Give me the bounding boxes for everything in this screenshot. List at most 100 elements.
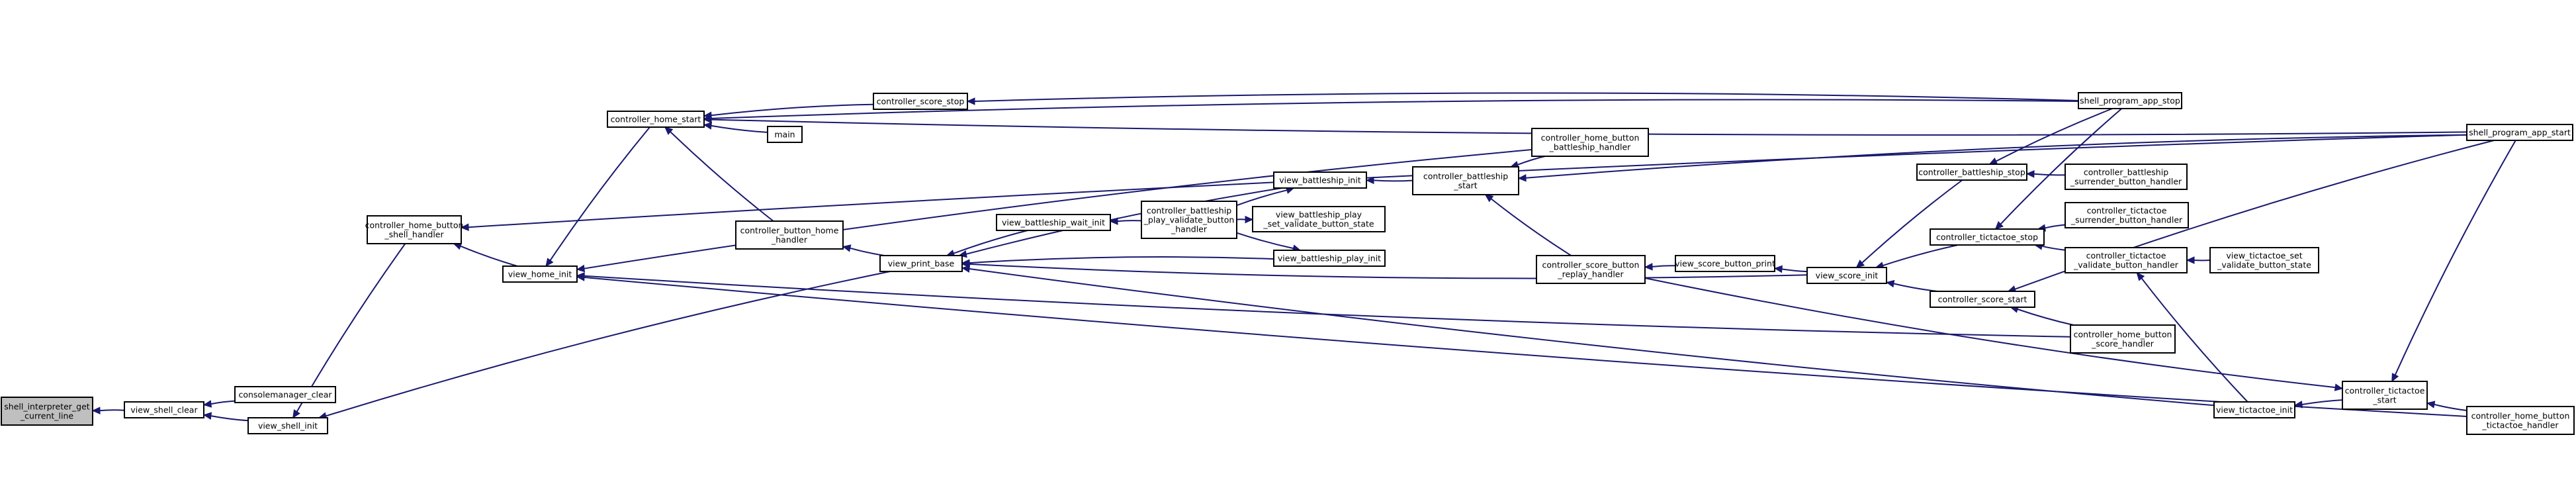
arrow-head-icon [2293,401,2303,409]
node-view-battleship-play-set-validate-button-state[interactable]: view_battleship_play_set_validate_button… [1252,206,1386,232]
node-box [996,214,1111,231]
node-box [2065,247,2188,273]
node-view-battleship-wait-init[interactable]: view_battleship_wait_init [996,214,1111,231]
node-view-battleship-play-init[interactable]: view_battleship_play_init [1273,250,1386,267]
edge-n7-to-n6 [549,126,650,261]
edge-n28-to-n23 [2000,108,2123,225]
node-controller-battleship-play-validate-button-handler[interactable]: controller_battleship_play_validate_butt… [1141,201,1237,239]
node-controller-home-button-score-handler[interactable]: controller_home_button_score_handler [2070,324,2176,354]
node-controller-battleship-surrender-button-handler[interactable]: controller_battleship_surrender_button_h… [2065,164,2188,190]
node-view-tictactoe-set-validate-button-state[interactable]: view_tictactoe_set_validate_button_state [2209,247,2319,273]
node-box [2466,406,2575,435]
node-label: view_battleship_play_init [1278,254,1381,264]
node-box [1930,291,2035,308]
node-box [1536,255,1646,284]
edge-n18-to-n17 [1517,156,1546,166]
node-box [2065,202,2189,228]
edge-n28-to-n11 [974,92,2079,102]
node-controller-home-button-tictactoe-handler[interactable]: controller_home_button_tictactoe_handler [2466,406,2575,435]
node-shell-interpreter-get-current-line[interactable]: shell_interpreter_get_current_line [1,397,93,426]
edge-n13-to-n14 [1236,189,1288,207]
arrow-head-icon [2426,401,2436,409]
edge-n9-to-n7 [670,131,774,222]
edge-n3-to-n2 [210,400,236,405]
node-box [873,93,968,110]
node-controller-score-button-replay-handler[interactable]: controller_score_button_replay_handler [1536,255,1646,284]
node-controller-tictactoe-stop[interactable]: controller_tictactoe_stop [1930,228,2045,246]
node-label: view_tictactoe_set [2226,251,2302,261]
edge-n19-to-n27 [1644,277,2336,389]
arrow-head-icon [545,258,554,267]
node-label: controller_battleship [1147,206,1231,216]
node-box [1675,255,1775,272]
node-label: controller_tictactoe [2086,251,2166,261]
node-shell-program-app-stop[interactable]: shell_program_app_stop [2078,92,2182,109]
node-view-print-base[interactable]: view_print_base [879,255,963,272]
node-label: controller_battleship_stop [1918,168,2025,177]
node-box [2213,401,2295,418]
node-box [367,215,462,244]
node-label: shell_program_app_stop [2080,96,2180,106]
node-label: _score_handler [2091,339,2154,349]
edge-n17-to-n14 [1373,179,1413,182]
node-label: controller_home_button [365,220,464,230]
node-label: view_print_base [888,259,955,269]
arrow-head-icon [2334,383,2344,391]
node-label: _tictactoe_handler [2481,420,2559,430]
node-view-battleship-init[interactable]: view_battleship_init [1273,171,1367,189]
arrow-head-icon [202,412,212,420]
edge-n13-to-n12 [1117,220,1142,222]
node-box [124,401,204,418]
node-view-tictactoe-init[interactable]: view_tictactoe_init [2213,401,2295,418]
edge-n10-to-n4 [326,271,891,417]
node-controller-battleship-stop[interactable]: controller_battleship_stop [1916,164,2027,181]
node-controller-score-start[interactable]: controller_score_start [1930,291,2035,308]
node-box [1,397,93,426]
node-label: _surrender_button_handler [2070,215,2183,225]
arrow-head-icon [1517,174,1527,182]
node-shell-program-app-start[interactable]: shell_program_app_start [2466,124,2573,141]
node-controller-button-home-handler[interactable]: controller_button_home_handler [735,220,844,250]
node-controller-home-button-shell-handler[interactable]: controller_home_button_shell_handler [365,215,464,244]
edge-n34-to-n27 [2394,140,2516,375]
node-controller-tictactoe-surrender-button-handler[interactable]: controller_tictactoe_surrender_button_ha… [2065,202,2189,228]
node-controller-tictactoe-validate-button-handler[interactable]: controller_tictactoe_validate_button_han… [2065,247,2188,273]
node-view-score-init[interactable]: view_score_init [1806,267,1887,284]
node-box [1252,206,1386,232]
node-box [2070,324,2176,354]
node-label: shell_program_app_start [2469,128,2571,138]
node-label: view_home_init [508,269,572,279]
arrow-head-icon [1365,176,1374,185]
node-label: controller_score_stop [877,97,965,107]
node-controller-battleship-start[interactable]: controller_battleship_start [1412,166,1519,195]
node-view-shell-clear[interactable]: view_shell_clear [124,401,204,418]
node-consolemanager-clear[interactable]: consolemanager_clear [234,386,336,403]
node-view-home-init[interactable]: view_home_init [502,265,578,283]
node-label: _handler [771,235,808,245]
nodes-layer: shell_interpreter_get_current_line view_s… [1,92,2575,435]
arrow-head-icon [576,264,586,273]
node-box [1930,228,2045,246]
edge-n11-to-n7 [711,103,874,117]
node-label: _current_line [20,411,73,421]
arrow-head-icon [1109,217,1118,225]
node-main[interactable]: main [767,126,803,143]
node-controller-tictactoe-start[interactable]: controller_tictactoe_start [2342,381,2428,410]
edge-n23-to-n21 [1883,244,1959,267]
node-view-score-button-print[interactable]: view_score_button_print [1675,255,1775,272]
edge-n18-to-n6 [584,149,1532,269]
arrow-head-icon [2136,272,2145,281]
node-box [2342,381,2428,410]
node-controller-score-stop[interactable]: controller_score_stop [873,93,968,110]
node-box [2065,164,2188,190]
edge-n6-to-n5 [460,245,518,267]
node-label: controller_score_start [1938,295,2027,305]
node-label: _set_validate_button_state [1263,219,1374,229]
node-box [607,111,705,128]
node-controller-home-start[interactable]: controller_home_start [607,111,705,128]
node-view-shell-init[interactable]: view_shell_init [247,417,328,434]
arrow-head-icon [1855,260,1865,268]
edge-n26-to-n10 [969,268,2215,407]
node-controller-home-button-battleship-handler[interactable]: controller_home_button_battleship_handle… [1531,128,1649,157]
